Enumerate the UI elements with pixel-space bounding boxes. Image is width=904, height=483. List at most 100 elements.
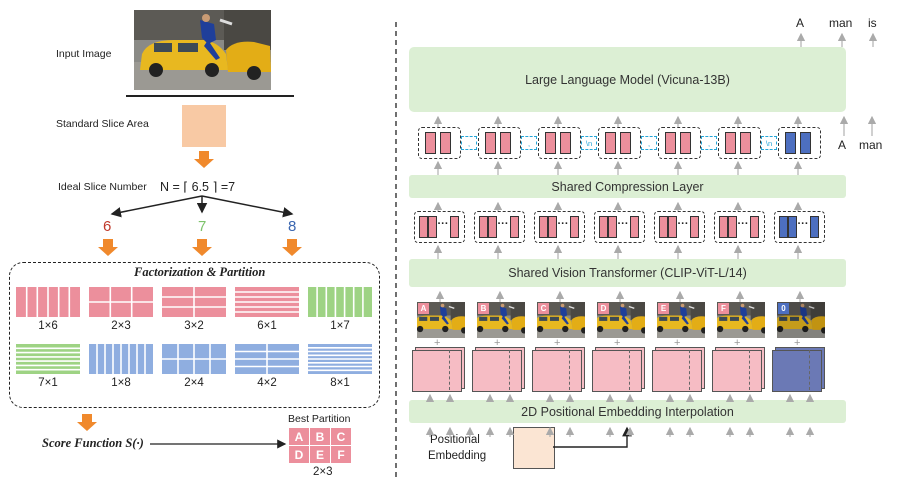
plus-icon: + [494,337,501,349]
output-token-man: man [829,16,853,30]
vision-token [450,216,459,238]
plus-icon: + [794,337,801,349]
vision-token [570,216,579,238]
compressed-token [620,132,631,154]
compressed-token [485,132,496,154]
vision-token [779,216,788,238]
orange-arrow-slice [194,151,214,168]
standard-slice-label: Standard Slice Area [56,118,149,130]
patch-split-line [449,350,450,390]
partition-block [89,287,153,317]
vision-token [728,216,737,238]
score-function-label: Score Function S(·) [42,436,144,450]
candidate-6: 6 [103,218,112,235]
best-partition-cell: A [289,428,309,445]
vision-token [630,216,639,238]
street-scene-photo [417,302,465,338]
plus-icon: + [674,337,681,349]
input-image-label: Input Image [56,48,112,60]
compressed-token [440,132,451,154]
slice-tag: C [538,303,549,314]
separator-token: , [521,136,537,150]
slice-image [777,302,825,338]
vision-token-group [414,211,465,243]
vision-token [608,216,617,238]
partition-block [89,344,153,374]
vision-token-group [714,211,765,243]
ellipsis: ··· [797,218,809,230]
partition-label: 4×2 [257,377,277,389]
patch-embedding [712,350,762,392]
vision-token [510,216,519,238]
plus-icon: + [734,337,741,349]
vision-token-group [594,211,645,243]
patch-embedding [472,350,522,392]
pos-interp-label: 2D Positional Embedding Interpolation [521,404,734,419]
street-scene-photo [717,302,765,338]
best-partition-label: Best Partition [288,413,351,425]
partition-lines [308,346,372,372]
ideal-slice-label: Ideal Slice Number [58,181,147,193]
plus-icon: + [554,337,561,349]
partition-block [162,287,226,317]
ellipsis: ··· [497,218,509,230]
best-partition-cell: B [310,428,330,445]
compressed-token [725,132,736,154]
slice-image [417,302,465,338]
vision-token [548,216,557,238]
ellipsis: ··· [617,218,629,230]
fan-arrow-6 [110,195,203,218]
partition-lines [25,287,71,317]
compressed-token-group [598,127,641,159]
partition-block [162,344,226,374]
patch-embedding [592,350,642,392]
street-scene-photo [537,302,585,338]
compressed-token-group [778,127,821,159]
vision-token-group [654,211,705,243]
separator-token: , [641,136,657,150]
vision-token [810,216,819,238]
partition-label: 2×3 [111,320,131,332]
street-scene-photo [777,302,825,338]
slice-tag: B [478,303,489,314]
compressed-token [740,132,751,154]
ideal-slice-formula: N = ⌈ 6.5 ⌉ =7 [160,180,236,194]
best-partition-cell: D [289,446,309,463]
best-partition-cell: C [331,428,351,445]
partition-label: 1×7 [330,320,350,332]
partition-lines [16,347,80,371]
ellipsis: ··· [437,218,449,230]
partition-lines [316,287,364,317]
factorization-title: Factorization & Partition [134,265,266,279]
slice-tag: 0 [778,303,789,314]
patch-split-line [689,350,690,390]
vision-token [788,216,797,238]
patch-split-line [629,350,630,390]
partition-lines [96,344,146,374]
compressed-token-group [478,127,521,159]
partition-label: 6×1 [257,320,277,332]
compressed-token-group [418,127,461,159]
ellipsis: ··· [557,218,569,230]
separator-token: , [461,136,477,150]
vision-token [668,216,677,238]
slice-image [537,302,585,338]
compression-layer: Shared Compression Layer [409,175,846,198]
best-partition-cell: E [310,446,330,463]
compressed-token [785,132,796,154]
pos-embedding-label-line2: Embedding [428,450,487,462]
vit-label: Shared Vision Transformer (CLIP-ViT-L/14… [508,266,747,280]
partition-block [16,287,80,317]
partition-label: 3×2 [184,320,204,332]
llm-label: Large Language Model (Vicuna-13B) [525,72,730,87]
vision-token [599,216,608,238]
compressed-token-group [538,127,581,159]
slice-tag: A [418,303,429,314]
separator-token: , [701,136,717,150]
partition-lines [89,287,153,317]
best-partition-size: 2×3 [313,466,333,478]
slice-tag: F [718,303,729,314]
patch-embedding [532,350,582,392]
patch-embedding [412,350,462,392]
